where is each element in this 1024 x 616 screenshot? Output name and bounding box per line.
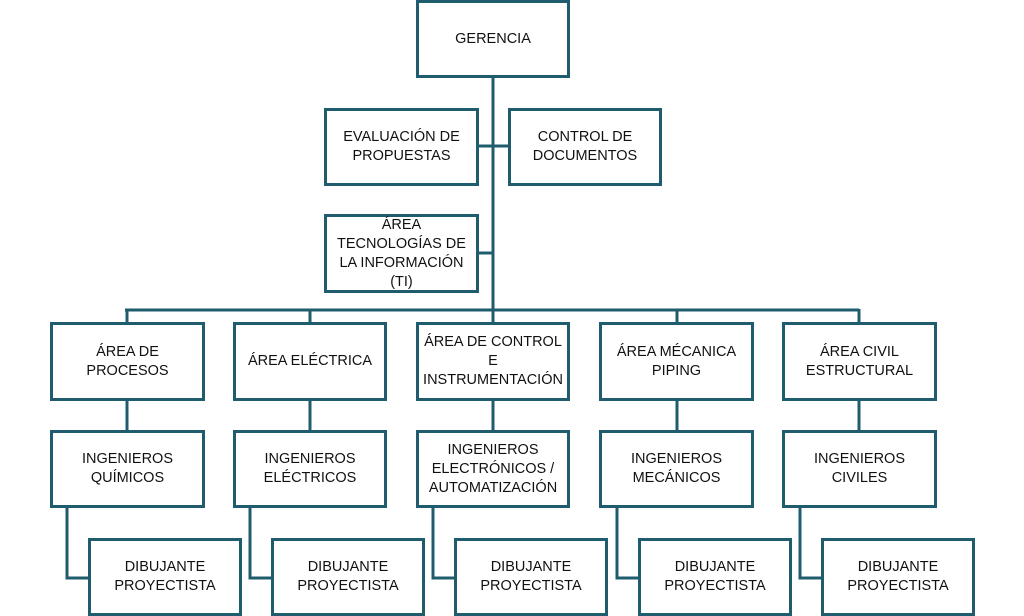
node-ingenieros-mecanicos: INGENIEROS MECÁNICOS — [599, 430, 754, 508]
node-gerencia: GERENCIA — [416, 0, 570, 78]
node-dibujante-electrica: DIBUJANTE PROYECTISTA — [271, 538, 425, 616]
node-area-mecanica-piping: ÁREA MÉCANICA PIPING — [599, 322, 754, 401]
node-area-ti: ÁREA TECNOLOGÍAS DE LA INFORMACIÓN (TI) — [324, 214, 479, 293]
node-area-procesos: ÁREA DE PROCESOS — [50, 322, 205, 401]
node-dibujante-mecanica: DIBUJANTE PROYECTISTA — [638, 538, 792, 616]
connector-ing-dib-1 — [65, 507, 89, 580]
node-area-electrica: ÁREA ELÉCTRICA — [233, 322, 387, 401]
node-ingenieros-civiles: INGENIEROS CIVILES — [782, 430, 937, 508]
node-area-civil-estructural: ÁREA CIVIL ESTRUCTURAL — [782, 322, 937, 401]
node-ingenieros-electricos: INGENIEROS ELÉCTRICOS — [233, 430, 387, 508]
connector-ing-dib-2 — [248, 507, 272, 580]
node-dibujante-civil: DIBUJANTE PROYECTISTA — [821, 538, 975, 616]
node-area-control-instrumentacion: ÁREA DE CONTROL E INSTRUMENTACIÓN — [416, 322, 570, 401]
node-dibujante-procesos: DIBUJANTE PROYECTISTA — [88, 538, 242, 616]
node-ingenieros-quimicos: INGENIEROS QUÍMICOS — [50, 430, 205, 508]
node-ingenieros-electronicos: INGENIEROS ELECTRÓNICOS / AUTOMATIZACIÓN — [416, 430, 570, 508]
node-evaluacion-propuestas: EVALUACIÓN DE PROPUESTAS — [324, 108, 479, 186]
connector-ing-dib-4 — [615, 507, 639, 580]
connector-ing-dib-3 — [431, 507, 455, 580]
connector-ing-dib-5 — [798, 507, 822, 580]
node-control-documentos: CONTROL DE DOCUMENTOS — [508, 108, 662, 186]
node-dibujante-control: DIBUJANTE PROYECTISTA — [454, 538, 608, 616]
